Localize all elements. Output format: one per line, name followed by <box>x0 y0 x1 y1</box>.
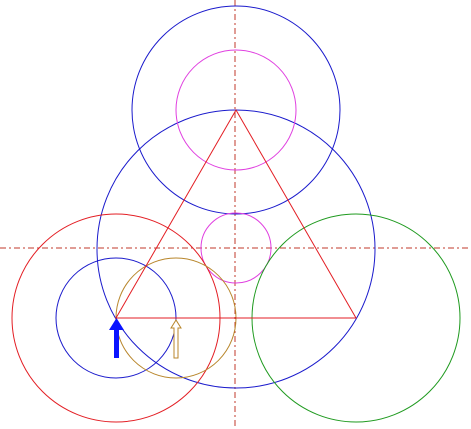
top-blue-circle <box>131 5 341 215</box>
up-arrow-icon <box>109 318 124 358</box>
center-magenta-circle <box>200 212 272 284</box>
large-blue-circle <box>96 109 376 389</box>
top-magenta-circle <box>175 49 297 171</box>
red-triangle <box>115 108 357 319</box>
up-arrow-outline-icon <box>170 319 182 359</box>
